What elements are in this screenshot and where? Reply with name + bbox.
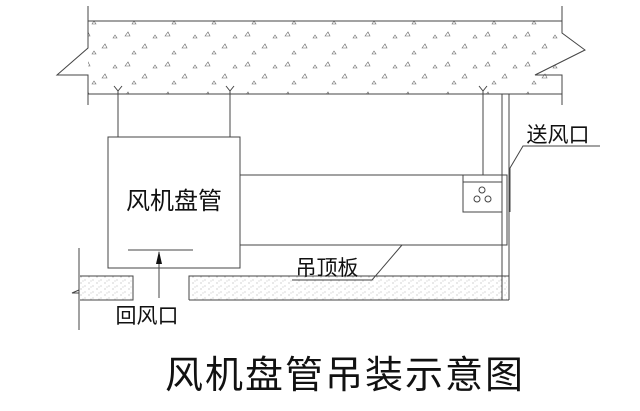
supply-duct xyxy=(240,94,510,300)
fan-coil-unit-label: 风机盘管 xyxy=(126,187,222,215)
concrete-slab xyxy=(55,6,586,105)
return-inlet-marker xyxy=(128,249,193,298)
ceiling-board-label: 吊顶板 xyxy=(296,256,359,280)
diagram-title: 风机盘管吊装示意图 xyxy=(165,353,525,397)
ceiling-board xyxy=(71,248,509,330)
supply-outlet-label: 送风口 xyxy=(527,123,590,147)
return-inlet-label: 回风口 xyxy=(116,304,179,328)
fan-coil-unit: 风机盘管 xyxy=(107,136,241,269)
hanger-rods xyxy=(113,85,488,175)
supply-diffuser xyxy=(462,174,503,213)
